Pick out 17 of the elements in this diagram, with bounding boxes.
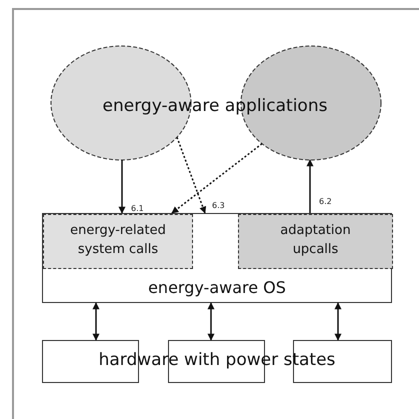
arrow [118, 160, 126, 214]
edge-label: 6.1 [130, 204, 145, 213]
layer-box [42, 213, 392, 303]
arrow [306, 159, 314, 213]
node-label: energy-aware OS [147, 278, 287, 297]
arrow [208, 302, 214, 341]
arrow [92, 302, 100, 341]
node-label: adaptation upcalls [279, 222, 352, 259]
edge-label: 6.2 [318, 197, 333, 206]
dashed-box [43, 214, 193, 269]
node-label: energy-related system calls [69, 222, 167, 259]
free-label: energy-aware applications [102, 96, 328, 116]
dashed-box [238, 214, 393, 269]
dashed-arrow [176, 136, 206, 214]
dashed-arrow [171, 143, 262, 214]
arrow [334, 302, 342, 341]
edge-label: 6.3 [211, 201, 226, 210]
